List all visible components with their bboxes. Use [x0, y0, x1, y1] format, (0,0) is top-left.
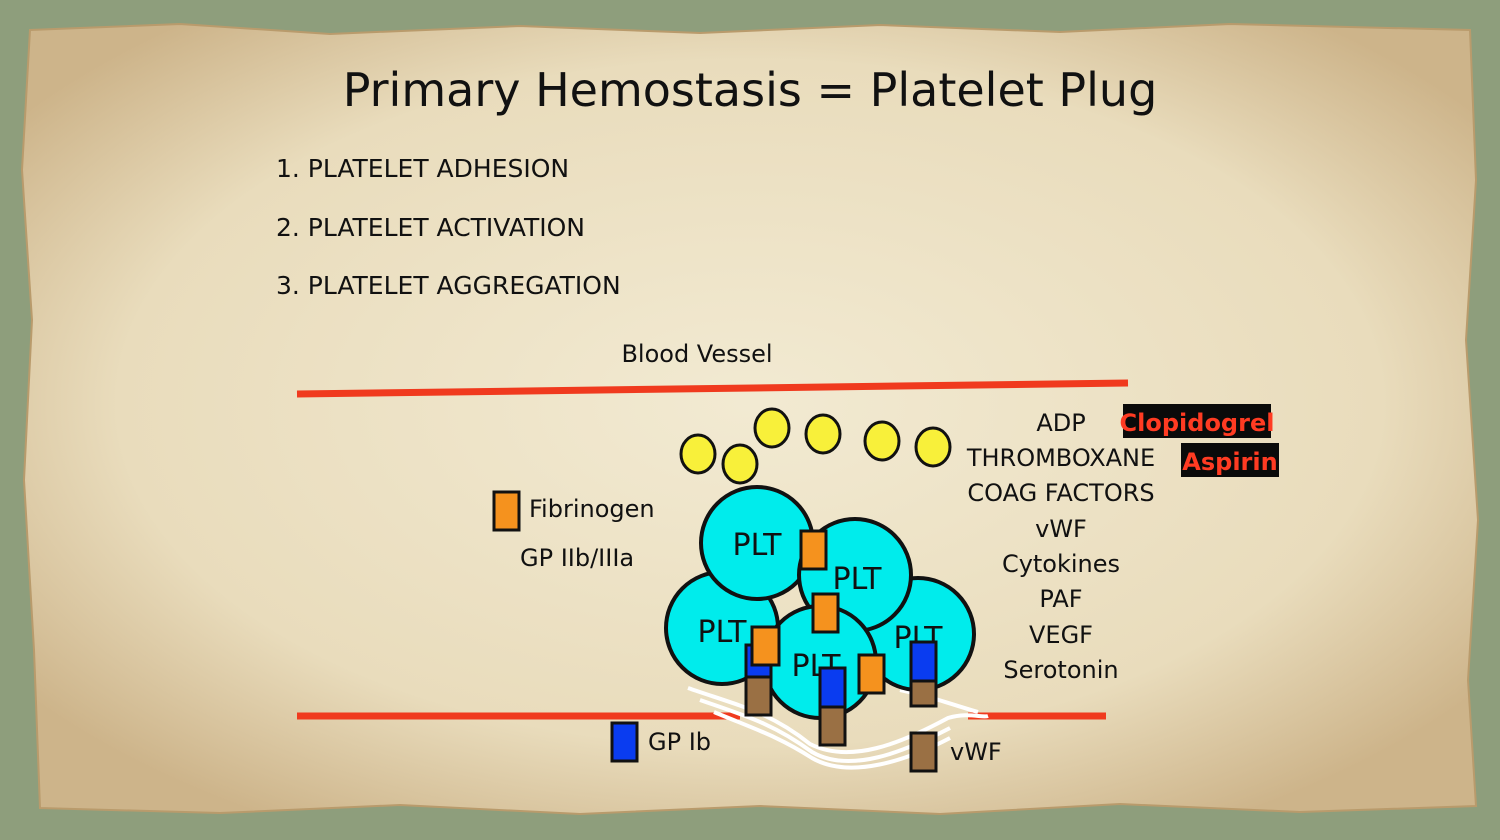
- factor-cytokines: Cytokines: [1002, 550, 1120, 578]
- step-aggregation: 3. PLATELET AGGREGATION: [276, 271, 621, 300]
- platelet-label: PLT: [833, 562, 883, 597]
- step-activation: 2. PLATELET ACTIVATION: [276, 213, 585, 242]
- clopidogrel-label-box: [1123, 404, 1271, 438]
- granule: [721, 443, 759, 485]
- vessel-wall-top: [296, 379, 1129, 398]
- granule: [804, 413, 842, 455]
- factor-serotonin: Serotonin: [1003, 656, 1118, 684]
- vessel-label: Blood Vessel: [621, 340, 772, 368]
- vwf-marker: [818, 703, 847, 747]
- vwf-legend-swatch: [909, 731, 938, 773]
- granule: [679, 433, 717, 475]
- vwf-marker: [744, 673, 773, 717]
- gp-ib-legend-swatch: [610, 721, 639, 763]
- paper-sheet: [20, 22, 1480, 816]
- aspirin-label: Aspirin: [1182, 448, 1277, 476]
- gp-iib-iiia-legend-label: GP IIb/IIIa: [520, 544, 634, 572]
- released-factors-list: ADP THROMBOXANE COAG FACTORS vWF Cytokin…: [966, 409, 1155, 684]
- vwf-legend-label: vWF: [950, 738, 1002, 766]
- granule: [914, 426, 952, 468]
- granule: [863, 420, 901, 462]
- aspirin-label-box: [1181, 443, 1279, 477]
- gp-ib-legend-label: GP Ib: [648, 728, 711, 756]
- step-adhesion: 1. PLATELET ADHESION: [276, 154, 569, 183]
- fibrinogen-legend-label: Fibrinogen: [529, 495, 655, 523]
- factor-vwf: vWF: [1035, 515, 1087, 543]
- slide-title: Primary Hemostasis = Platelet Plug: [343, 63, 1158, 117]
- fibrinogen-marker: [857, 653, 886, 695]
- factor-paf: PAF: [1039, 585, 1082, 613]
- fibrinogen-marker: [799, 529, 828, 571]
- gp-ib-marker: [909, 640, 938, 683]
- factor-coag-factors: COAG FACTORS: [967, 479, 1154, 507]
- fibrinogen-legend-swatch: [492, 490, 521, 532]
- fibrinogen-marker: [811, 592, 840, 634]
- fibrinogen-bridges: [750, 529, 886, 695]
- platelet-label: PLT: [733, 528, 783, 563]
- clopidogrel-label: Clopidogrel: [1120, 409, 1275, 437]
- factor-thromboxane: THROMBOXANE: [966, 444, 1155, 472]
- fibrinogen-marker: [750, 625, 781, 667]
- vwf-marker: [909, 678, 938, 708]
- factor-adp: ADP: [1036, 409, 1085, 437]
- granules: [679, 407, 952, 485]
- granule: [753, 407, 791, 449]
- platelet-label: PLT: [698, 615, 748, 650]
- gp-ib-marker: [818, 666, 847, 709]
- factor-vegf: VEGF: [1029, 621, 1093, 649]
